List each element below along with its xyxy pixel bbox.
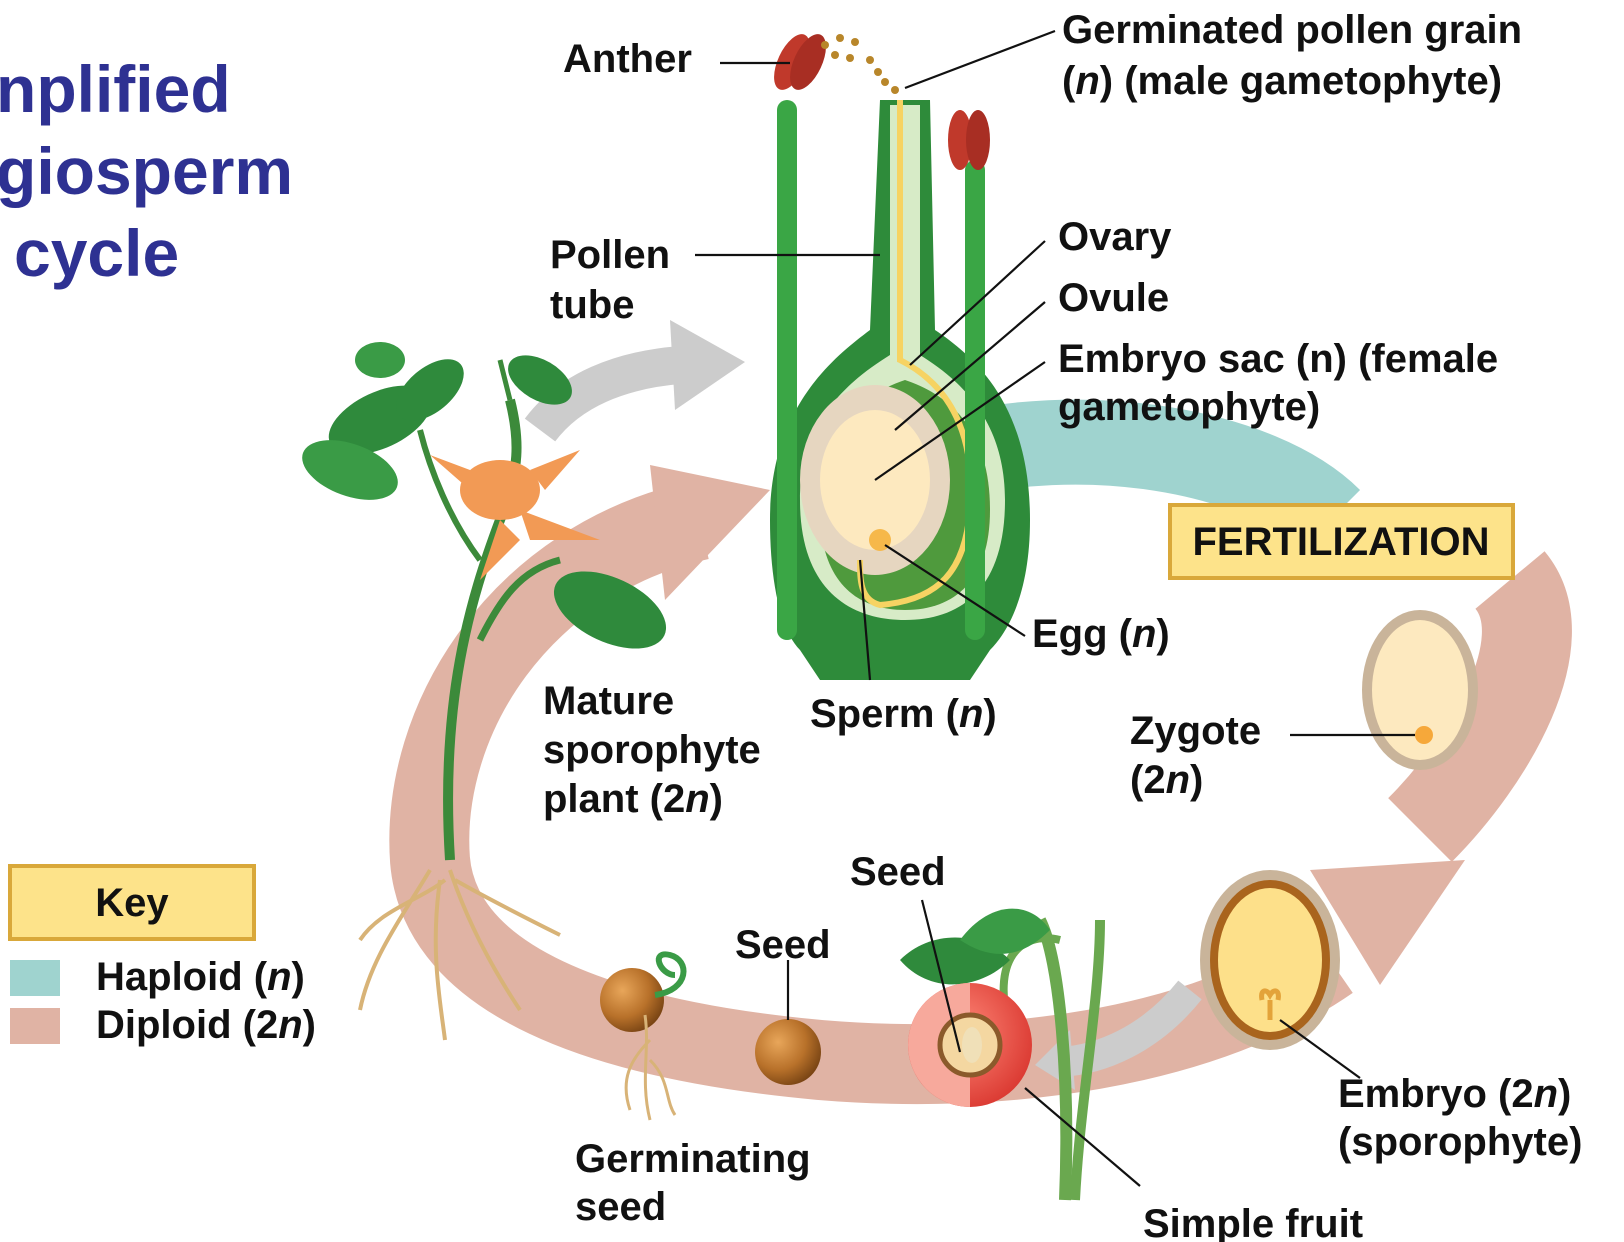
carpel-cross-section: [770, 100, 1030, 680]
label-embryo-line2: (sporophyte): [1338, 1120, 1582, 1164]
label-mature-line3: plant (2n): [543, 777, 723, 821]
label-germinating-line1: Germinating: [575, 1137, 811, 1181]
haploid-swatch: [10, 960, 60, 996]
embryo-ovule: [1200, 870, 1340, 1050]
label-zygote-line2: (2n): [1130, 758, 1203, 802]
label-germinating-line2: seed: [575, 1185, 666, 1229]
label-mature-line2: sporophyte: [543, 728, 761, 772]
label-egg: Egg (n): [1032, 612, 1170, 656]
label-pollen-tube-line1: Pollen: [550, 233, 670, 277]
zygote-ovule: [1362, 610, 1478, 770]
title-line-1: nplified: [0, 52, 231, 126]
label-seed-fruit: Seed: [850, 850, 946, 894]
key-title: Key: [95, 881, 169, 925]
fertilization-box: FERTILIZATION: [1170, 505, 1513, 578]
label-ovary: Ovary: [1058, 215, 1172, 259]
key-haploid-label: Haploid (n): [96, 955, 305, 999]
label-ovule: Ovule: [1058, 276, 1169, 320]
label-fertilization: FERTILIZATION: [1193, 520, 1490, 564]
seed-shape: [755, 1019, 821, 1085]
label-germinated-pollen-grain: Germinated pollen grain: [1062, 8, 1522, 52]
label-embryo-line1: Embryo (2n): [1338, 1072, 1571, 1116]
key-diploid-label: Diploid (2n): [96, 1003, 316, 1047]
title-line-3: cycle: [14, 216, 179, 290]
label-anther: Anther: [563, 37, 692, 81]
diploid-swatch: [10, 1008, 60, 1044]
key-legend: Key Haploid (n) Diploid (2n): [10, 866, 316, 1047]
grey-arrow-to-flower: [540, 320, 745, 430]
title-line-2: giosperm: [0, 134, 293, 208]
label-embryo-sac-line1: Embryo sac (n) (female: [1058, 337, 1498, 381]
label-simple-fruit: Simple fruit: [1143, 1202, 1363, 1242]
label-zygote-line1: Zygote: [1130, 709, 1261, 753]
label-male-gametophyte: (n) (male gametophyte): [1062, 59, 1502, 103]
label-pollen-tube-line2: tube: [550, 283, 634, 327]
right-anther-shape: [948, 110, 990, 170]
label-mature-line1: Mature: [543, 679, 674, 723]
pollen-grains: [821, 34, 899, 94]
label-sperm: Sperm (n): [810, 692, 997, 736]
label-seed-loose: Seed: [735, 923, 831, 967]
label-embryo-sac-line2: gametophyte): [1058, 385, 1320, 429]
